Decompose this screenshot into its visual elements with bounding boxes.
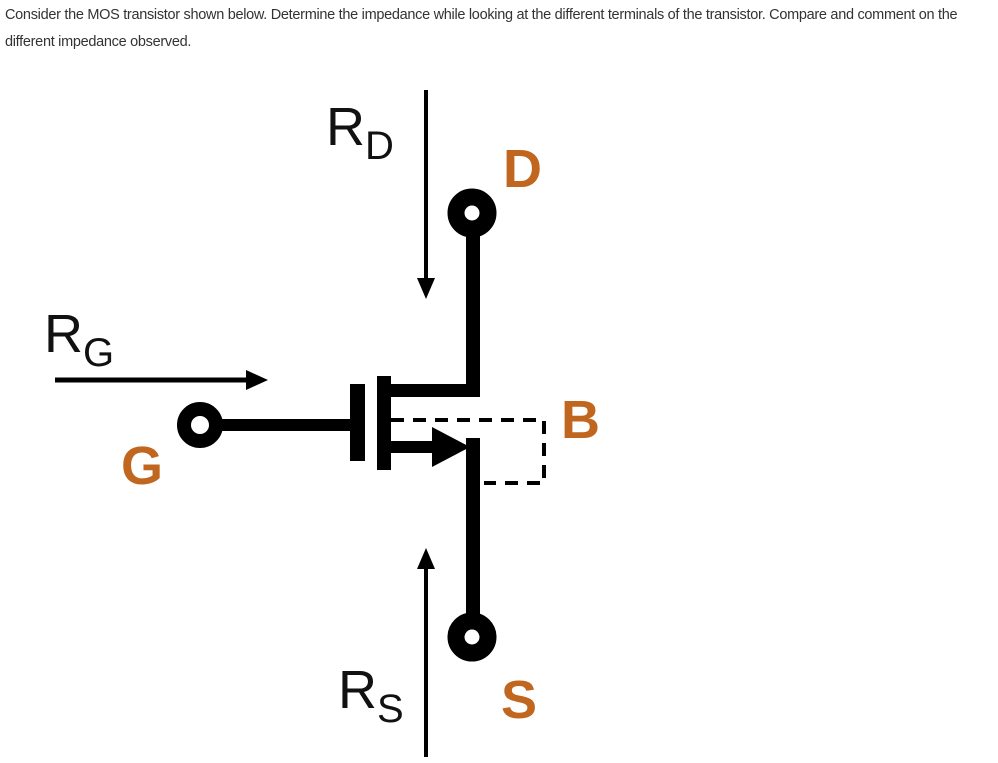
rd-label: RD [326, 97, 394, 168]
drain-label: D [503, 139, 542, 199]
gate-label: G [121, 436, 163, 496]
gate-plate [350, 384, 365, 461]
gate-terminal [177, 402, 223, 448]
rs-label: RS [338, 660, 404, 731]
drain-terminal [447, 188, 497, 238]
rg-label: RG [44, 304, 114, 375]
rs-arrow [417, 548, 435, 757]
body-connection [391, 418, 546, 485]
channel-plate [377, 376, 391, 470]
question-text: Consider the MOS transistor shown below.… [5, 7, 958, 50]
drain-horizontal [391, 384, 480, 397]
source-arrow [432, 427, 470, 467]
rd-arrow [417, 90, 435, 299]
drain-vertical [466, 222, 480, 397]
source-vertical [466, 438, 480, 630]
source-horizontal [391, 441, 441, 453]
source-terminal [447, 612, 497, 662]
body-label: B [561, 390, 600, 450]
rg-arrow [55, 370, 268, 390]
source-label: S [501, 670, 537, 730]
